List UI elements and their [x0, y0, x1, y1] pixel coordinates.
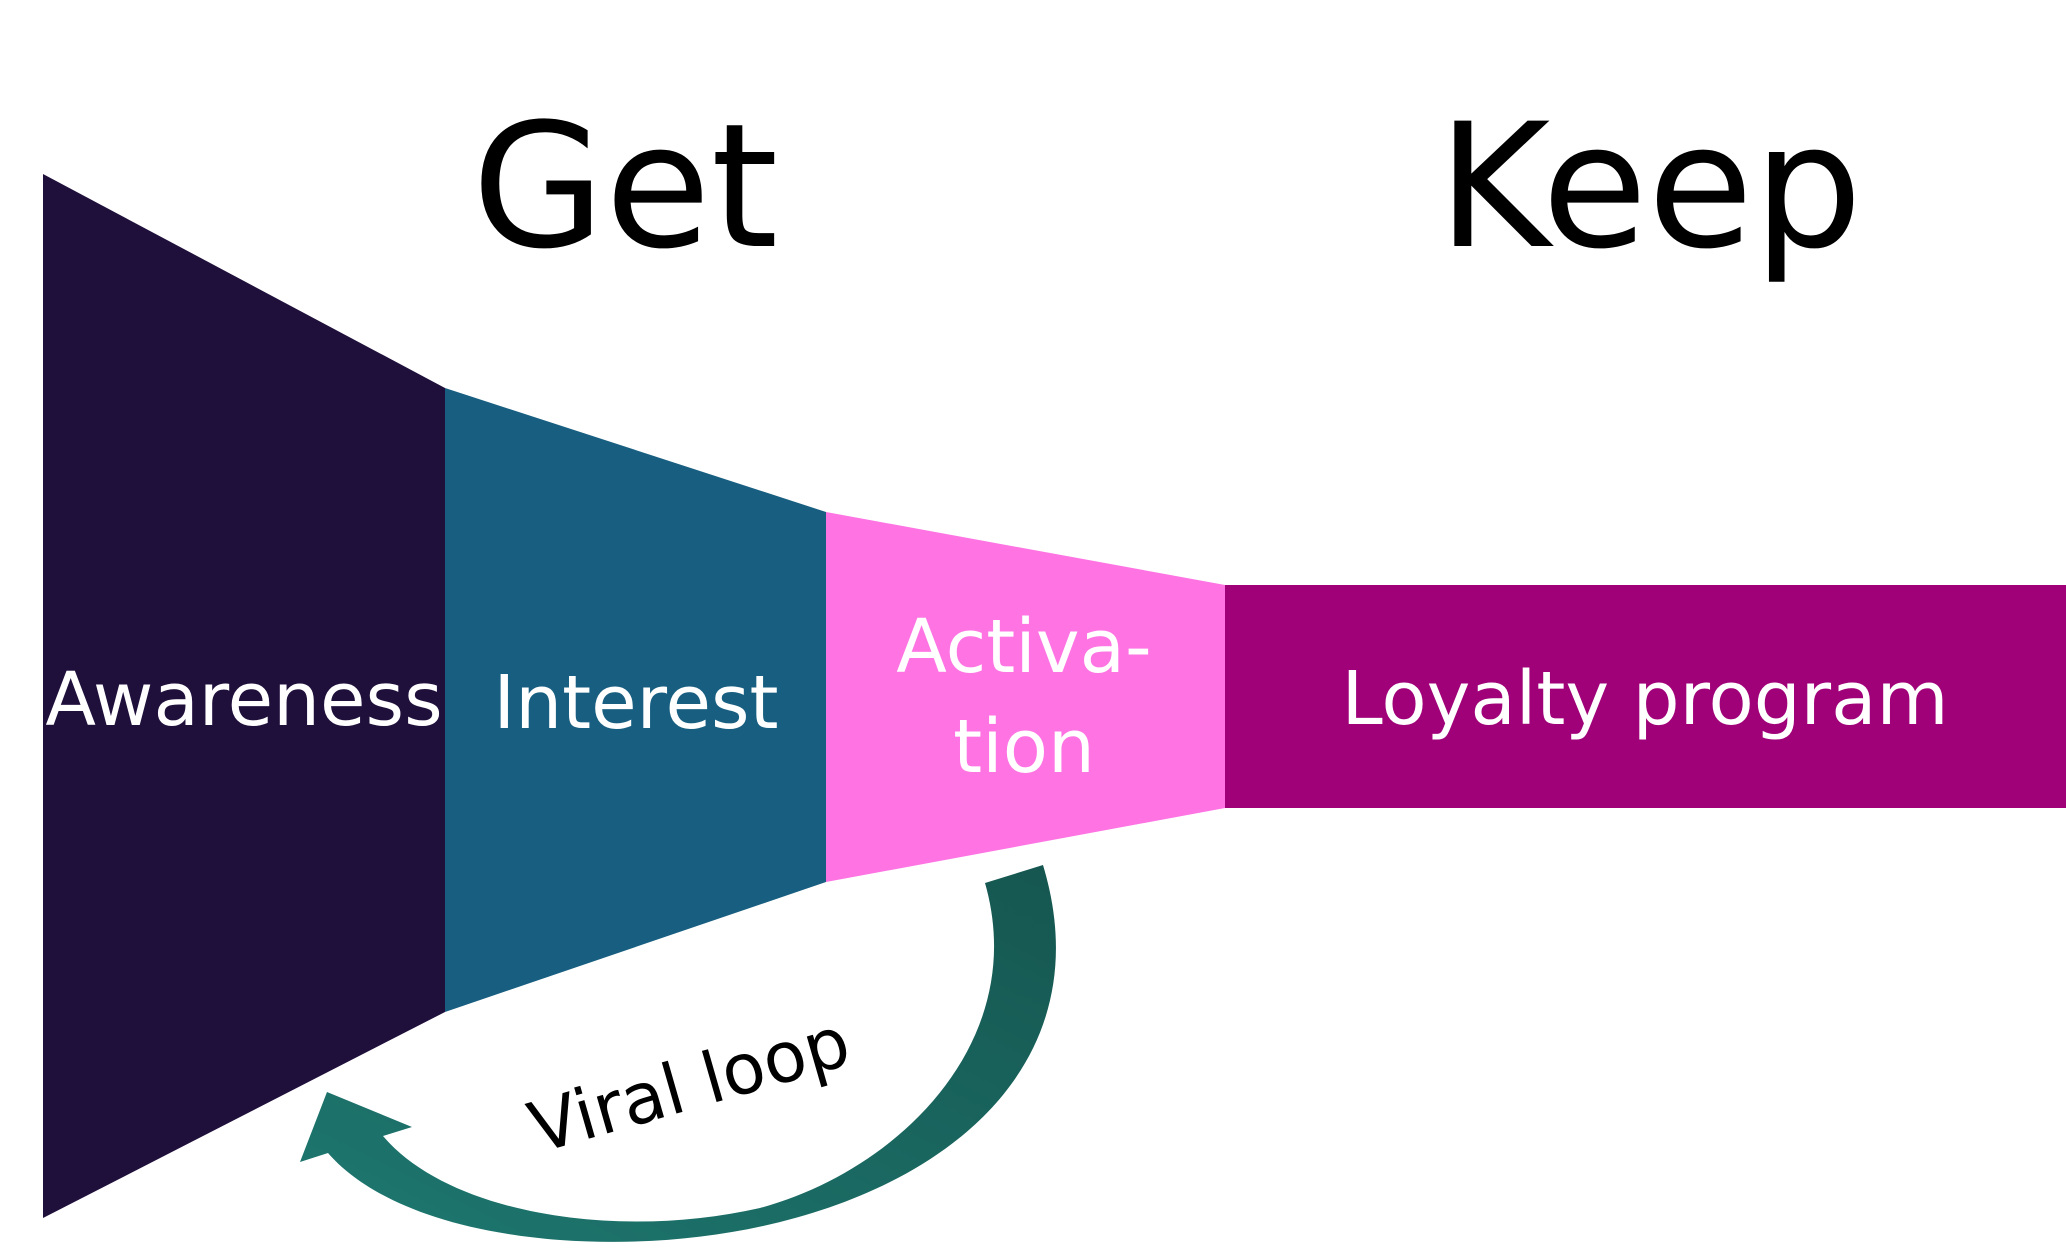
- viral-loop-label: Viral loop: [520, 1000, 859, 1169]
- interest-stage: [445, 388, 826, 1012]
- activation-label-line2: tion: [953, 704, 1095, 790]
- loyalty-program-stage: [1225, 585, 2066, 808]
- awareness-label: Awareness: [45, 657, 442, 743]
- activation-label-line1: Activa-: [896, 604, 1151, 690]
- loyalty-program-label: Loyalty program: [1341, 656, 1948, 742]
- activation-stage: [826, 512, 1225, 882]
- interest-label: Interest: [493, 660, 778, 746]
- get-heading: Get: [472, 86, 779, 287]
- keep-heading: Keep: [1437, 86, 1862, 287]
- awareness-stage: [43, 174, 445, 1218]
